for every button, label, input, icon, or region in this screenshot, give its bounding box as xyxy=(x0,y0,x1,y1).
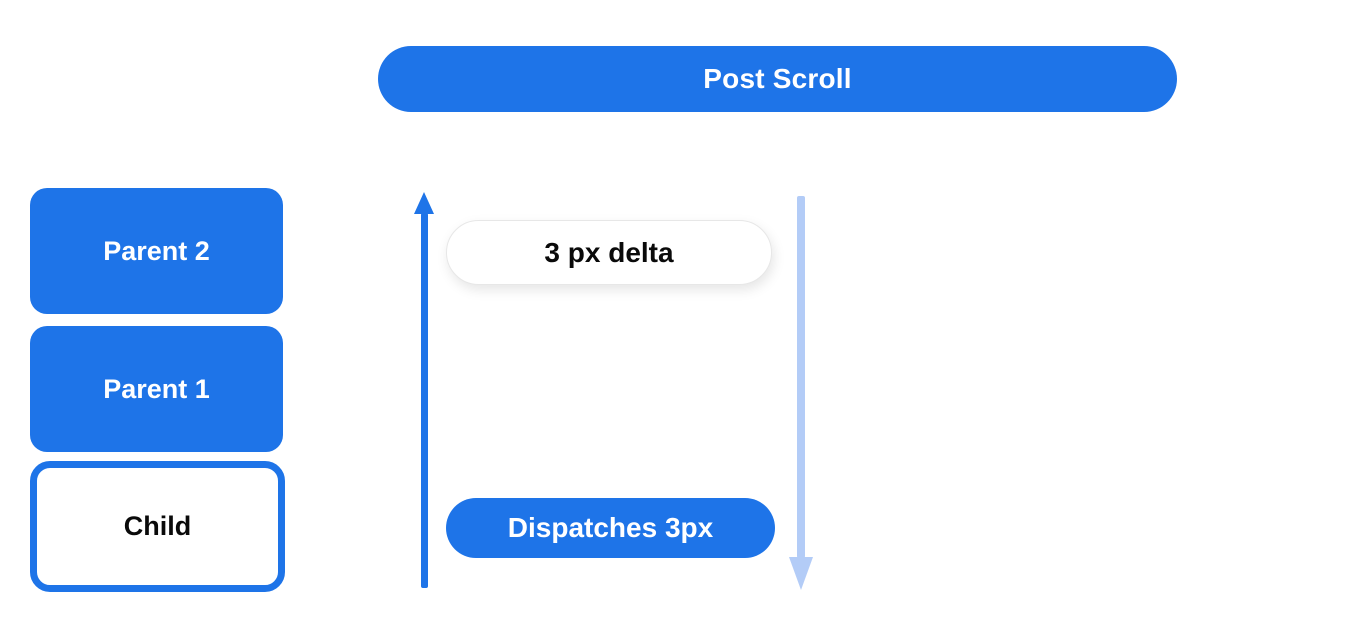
dispatch-pill: Dispatches 3px xyxy=(446,498,775,558)
delta-pill: 3 px delta xyxy=(446,220,772,285)
post-scroll-label: Post Scroll xyxy=(703,63,852,94)
down-arrow-shaft xyxy=(797,196,805,558)
delta-label: 3 px delta xyxy=(544,236,674,268)
up-arrow-head xyxy=(414,192,434,214)
parent-1-box: Parent 1 xyxy=(30,326,283,452)
parent-1-label: Parent 1 xyxy=(103,373,210,404)
child-label: Child xyxy=(123,511,192,541)
down-arrow-head xyxy=(789,557,813,590)
child-box: Child xyxy=(30,461,285,592)
parent-2-label: Parent 2 xyxy=(103,235,210,266)
post-scroll-header-pill: Post Scroll xyxy=(378,46,1177,112)
parent-2-box: Parent 2 xyxy=(30,188,283,314)
up-arrow-shaft xyxy=(421,213,428,588)
dispatch-label: Dispatches 3px xyxy=(507,512,714,543)
